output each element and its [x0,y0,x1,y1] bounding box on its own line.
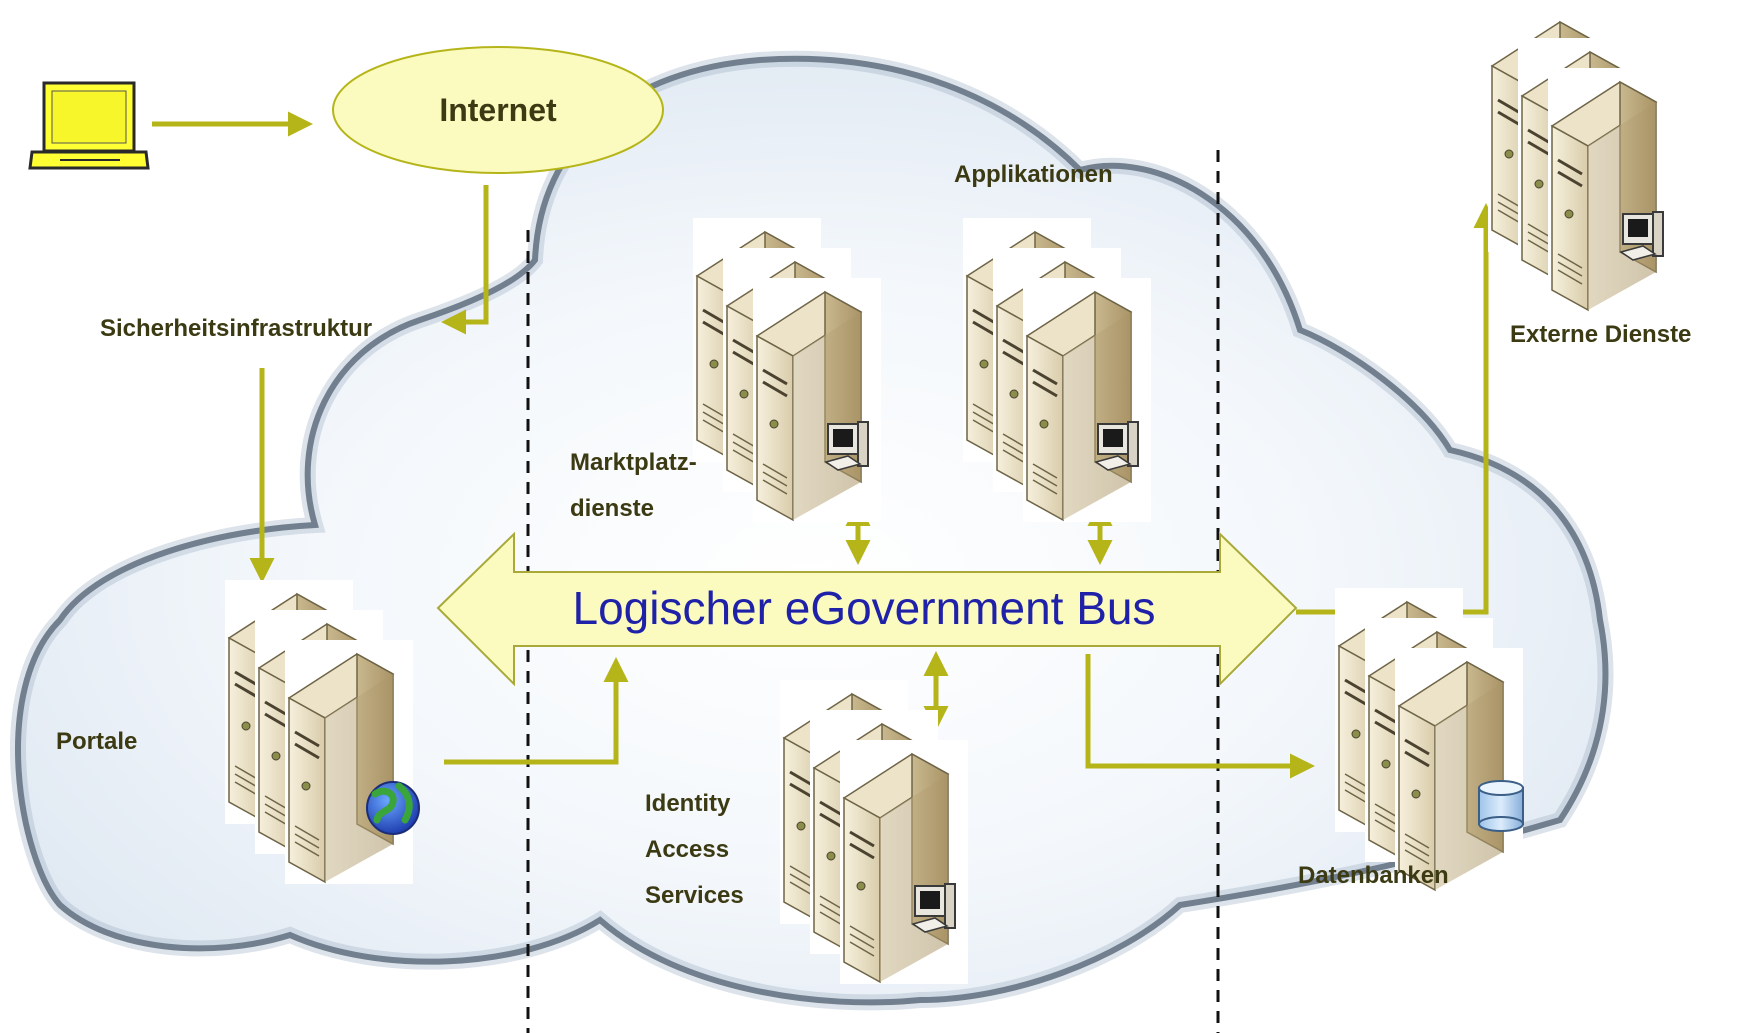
identity-access-services-label: Identity Access Services [645,790,744,909]
security-infrastructure-label: Sicherheitsinfrastruktur [100,315,373,342]
applications-label: Applikationen [954,161,1113,188]
workstation-icon [1620,211,1664,261]
globe-icon [366,781,420,835]
databases-label: Datenbanken [1298,862,1449,889]
server-group-icon [225,580,420,884]
bus-label: Logischer eGovernment Bus [573,582,1156,634]
laptop-icon [28,81,150,170]
arrow-internet-security [441,185,489,335]
workstation-icon [1095,421,1139,471]
workstation-icon [825,421,869,471]
internet-label: Internet [439,92,557,128]
database-cylinder-icon [1478,780,1524,832]
portals-label: Portale [56,728,138,755]
external-services-label: Externe Dienste [1510,321,1692,348]
server-group-icon [1335,588,1524,892]
workstation-icon [912,883,956,933]
arrow-portals-bus [444,657,629,765]
arrow-bus-databases [1085,654,1315,779]
marketplace-services-label: Marktplatz- dienste [570,449,697,522]
server-group-icon [1488,8,1676,312]
egovernment-bus: Logischer eGovernment Bus [436,531,1298,687]
internet-node [332,46,664,174]
